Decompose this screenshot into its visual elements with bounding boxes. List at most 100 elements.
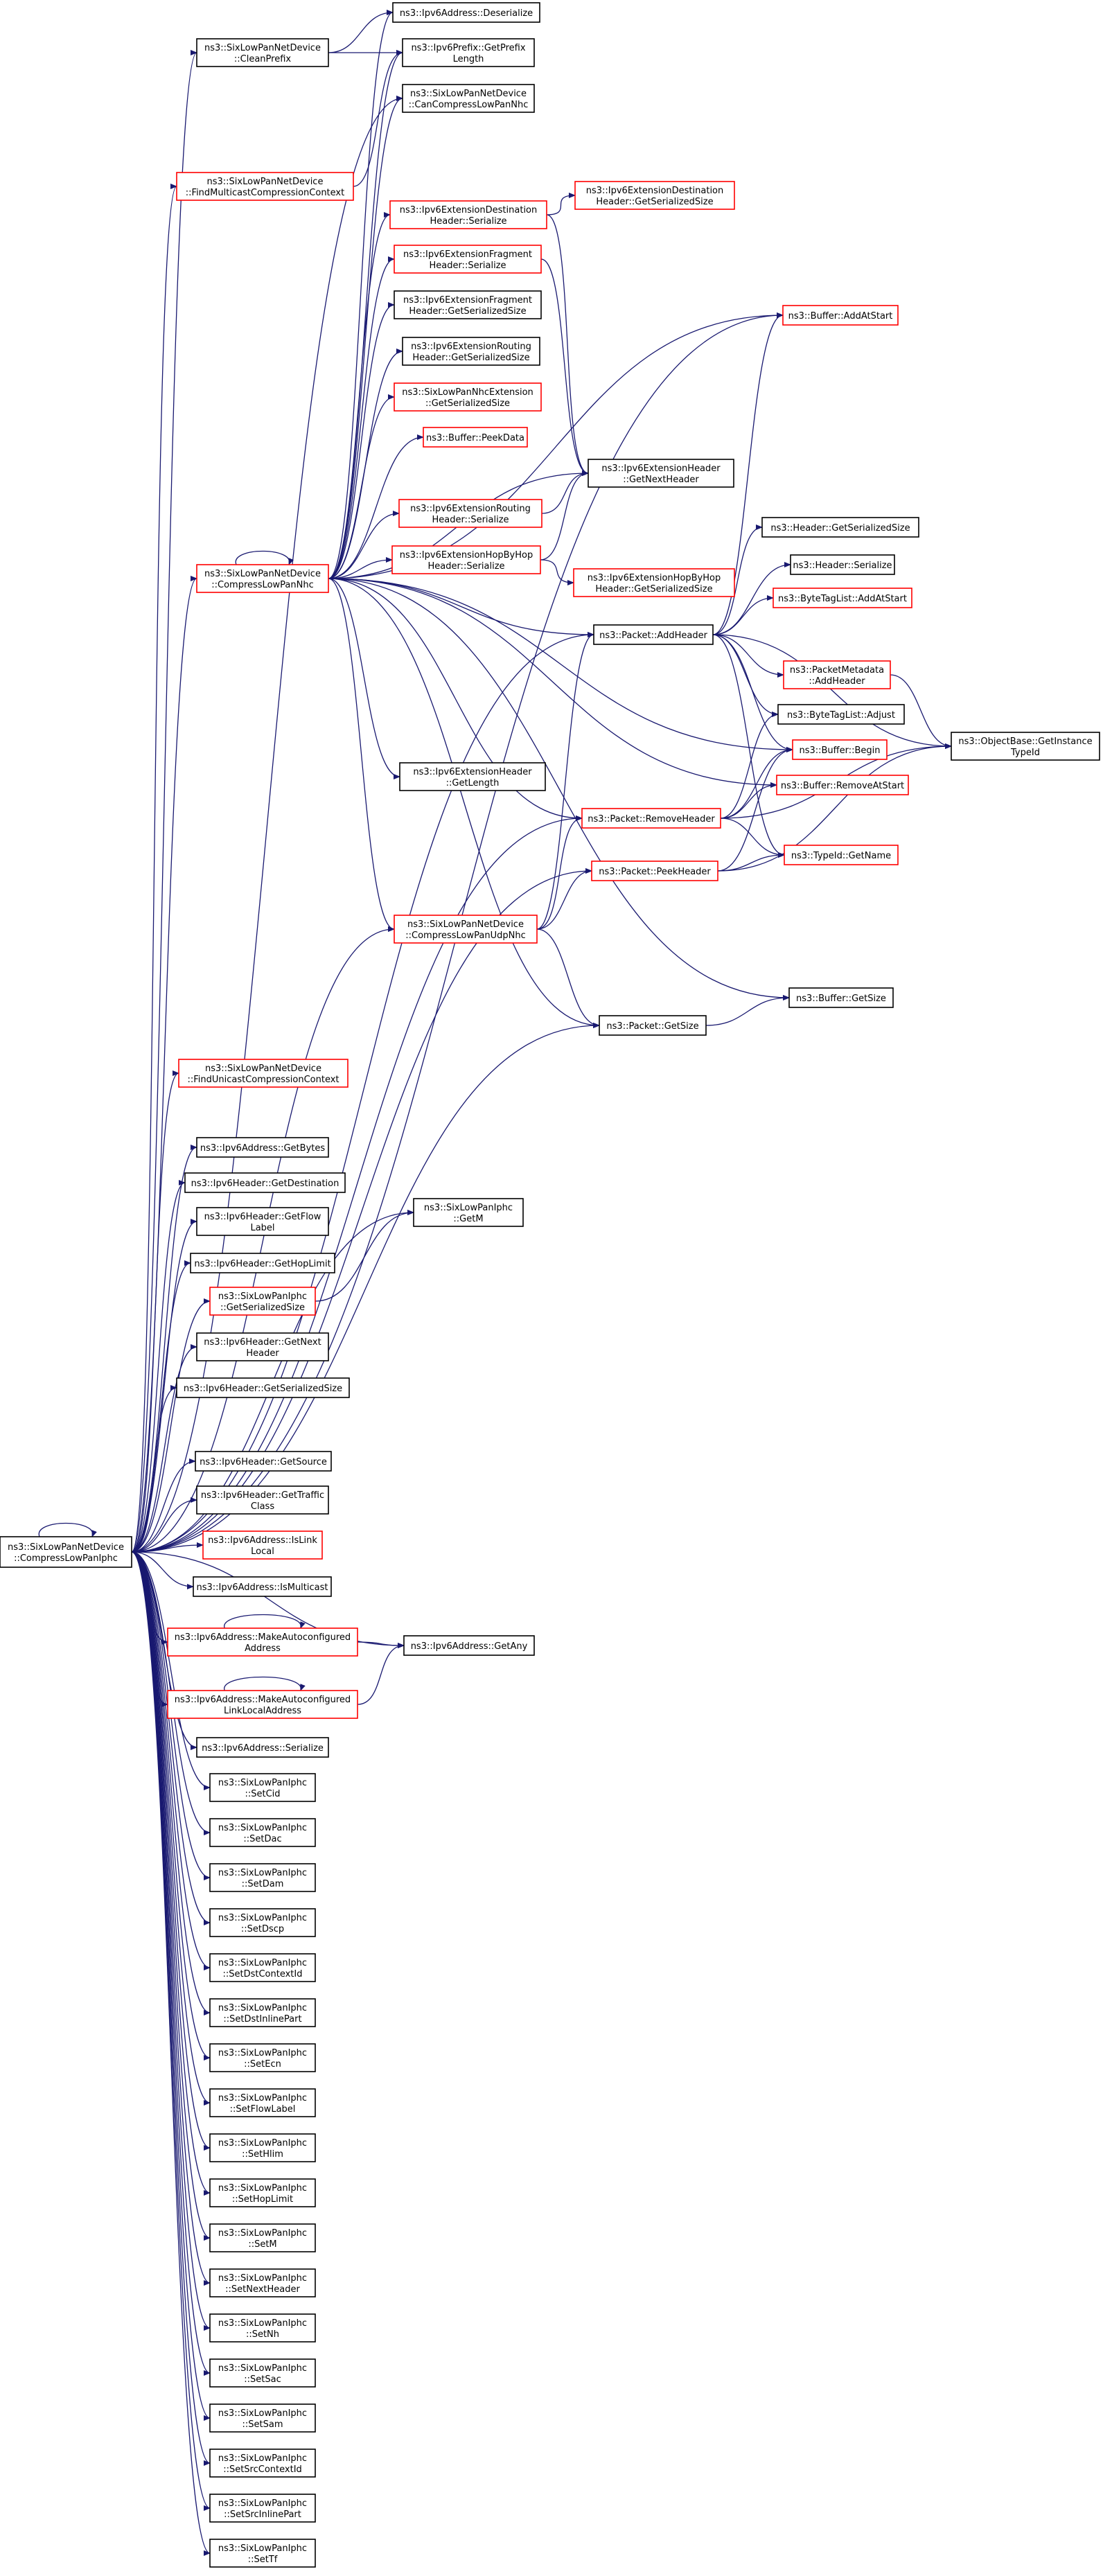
node-compress_udp_nhc[interactable]: ns3::SixLowPanNetDevice::CompressLowPanU… — [394, 915, 538, 944]
edge-clean_prefix-to-ipv6addr_deserialize — [328, 10, 394, 53]
node-iphc_setdam[interactable]: ns3::SixLowPanIphc::SetDam — [209, 1863, 316, 1892]
edge-compress_nhc-to-compress_nhc — [235, 550, 294, 565]
node-iphc_setflowlabel[interactable]: ns3::SixLowPanIphc::SetFlowLabel — [209, 2088, 316, 2117]
node-ext_hbh_getsize[interactable]: ns3::Ipv6ExtensionHopByHopHeader::GetSer… — [573, 568, 735, 597]
node-ext_routing_getsize[interactable]: ns3::Ipv6ExtensionRoutingHeader::GetSeri… — [402, 337, 540, 366]
node-compress_nhc[interactable]: ns3::SixLowPanNetDevice::CompressLowPanN… — [196, 564, 329, 593]
node-iphc_setdstcontextid[interactable]: ns3::SixLowPanIphc::SetDstContextId — [209, 1953, 316, 1982]
node-label-iphc_setsam-1: ::SetSam — [242, 2419, 283, 2430]
node-ipv6addr_ismulticast[interactable]: ns3::Ipv6Address::IsMulticast — [193, 1576, 332, 1597]
edge-root-to-ipv6addr_getbytes — [131, 1145, 197, 1553]
node-ext_routing_serialize[interactable]: ns3::Ipv6ExtensionRoutingHeader::Seriali… — [398, 499, 542, 528]
node-label-iphc_setdscp-0: ns3::SixLowPanIphc — [218, 1913, 307, 1923]
node-box-buffer_peekdata — [423, 427, 528, 448]
node-label-compress_nhc-0: ns3::SixLowPanNetDevice — [204, 569, 321, 579]
node-packetmetadata_addheader[interactable]: ns3::PacketMetadata::AddHeader — [783, 660, 891, 689]
node-label-ipv6addr_islinklocal-1: Local — [251, 1546, 274, 1557]
node-buffer_begin[interactable]: ns3::Buffer::Begin — [792, 739, 888, 760]
node-iphc_setecn[interactable]: ns3::SixLowPanIphc::SetEcn — [209, 2043, 316, 2072]
edge-root-to-ipv6addr_ismulticast — [131, 1551, 194, 1589]
node-box-iphc_setecn — [209, 2043, 316, 2072]
node-ext_header_getlength[interactable]: ns3::Ipv6ExtensionHeader::GetLength — [399, 762, 546, 791]
node-can_compress_nhc[interactable]: ns3::SixLowPanNetDevice::CanCompressLowP… — [402, 84, 535, 113]
node-packet_getsize[interactable]: ns3::Packet::GetSize — [599, 1015, 707, 1036]
edge-compress_udp_nhc-to-packet_addheader — [536, 632, 594, 930]
node-label-ext_frag_getsize-0: ns3::Ipv6ExtensionFragment — [403, 295, 532, 306]
node-iphc_setdstinlinepart[interactable]: ns3::SixLowPanIphc::SetDstInlinePart — [209, 1998, 316, 2027]
node-ipv6addr_getany[interactable]: ns3::Ipv6Address::GetAny — [403, 1635, 535, 1656]
node-ext_frag_getsize[interactable]: ns3::Ipv6ExtensionFragmentHeader::GetSer… — [394, 290, 542, 319]
node-iphc_setnextheader[interactable]: ns3::SixLowPanIphc::SetNextHeader — [209, 2268, 316, 2297]
node-clean_prefix[interactable]: ns3::SixLowPanNetDevice::CleanPrefix — [196, 38, 329, 67]
node-box-iphc_setdstcontextid — [209, 1953, 316, 1982]
node-ext_hbh_serialize[interactable]: ns3::Ipv6ExtensionHopByHopHeader::Serial… — [391, 545, 541, 574]
edge-packet_addheader-to-header_getsize — [712, 524, 763, 635]
node-iphc_settf[interactable]: ns3::SixLowPanIphc::SetTf — [209, 2539, 316, 2568]
node-ext_dest_getsize[interactable]: ns3::Ipv6ExtensionDestinationHeader::Get… — [574, 181, 735, 210]
edge-root-to-compress_udp_nhc — [131, 926, 395, 1553]
node-iphc_getm[interactable]: ns3::SixLowPanIphc::GetM — [413, 1198, 524, 1227]
node-ext_dest_serialize[interactable]: ns3::Ipv6ExtensionDestinationHeader::Ser… — [389, 200, 547, 229]
node-box-iphc_setsrccontextid — [209, 2449, 316, 2478]
node-box-iphc_setcid — [209, 1773, 316, 1802]
node-box-packet_peekheader — [591, 861, 718, 881]
node-ext_header_getnext[interactable]: ns3::Ipv6ExtensionHeader::GetNextHeader — [588, 459, 734, 488]
node-box-packetmetadata_addheader — [783, 660, 891, 689]
node-header_getsize[interactable]: ns3::Header::GetSerializedSize — [761, 517, 919, 538]
node-packet_peekheader[interactable]: ns3::Packet::PeekHeader — [591, 861, 718, 881]
edge-root-to-iphc_setsac — [131, 1551, 211, 2376]
node-label-root-0: ns3::SixLowPanNetDevice — [8, 1542, 124, 1553]
node-find_multicast_ctx[interactable]: ns3::SixLowPanNetDevice::FindMulticastCo… — [176, 172, 354, 201]
node-bytetaglist_addatstart[interactable]: ns3::ByteTagList::AddAtStart — [773, 588, 912, 608]
node-iphc_setnh[interactable]: ns3::SixLowPanIphc::SetNh — [209, 2313, 316, 2343]
node-ipv6addr_makeautoconf_ll[interactable]: ns3::Ipv6Address::MakeAutoconfiguredLink… — [167, 1690, 358, 1719]
node-ext_frag_serialize[interactable]: ns3::Ipv6ExtensionFragmentHeader::Serial… — [394, 245, 542, 274]
node-iphc_sethoplimit[interactable]: ns3::SixLowPanIphc::SetHopLimit — [209, 2178, 316, 2207]
node-iphc_setsrcinlinepart[interactable]: ns3::SixLowPanIphc::SetSrcInlinePart — [209, 2494, 316, 2523]
node-buffer_removeatstart[interactable]: ns3::Buffer::RemoveAtStart — [776, 775, 909, 795]
node-packet_removeheader[interactable]: ns3::Packet::RemoveHeader — [581, 808, 721, 829]
node-label-iphc_setsrccontextid-1: ::SetSrcContextId — [223, 2464, 302, 2475]
node-iphc_setdac[interactable]: ns3::SixLowPanIphc::SetDac — [209, 1818, 316, 1847]
node-iphc_setcid[interactable]: ns3::SixLowPanIphc::SetCid — [209, 1773, 316, 1802]
node-bytetaglist_adjust[interactable]: ns3::ByteTagList::Adjust — [777, 704, 905, 725]
node-packet_addheader[interactable]: ns3::Packet::AddHeader — [593, 624, 714, 645]
node-header_serialize[interactable]: ns3::Header::Serialize — [790, 554, 895, 575]
node-ipv6addr_serialize[interactable]: ns3::Ipv6Address::Serialize — [196, 1737, 329, 1758]
node-ipv6hdr_getsource[interactable]: ns3::Ipv6Header::GetSource — [195, 1451, 332, 1472]
node-ipv6hdr_getdest[interactable]: ns3::Ipv6Header::GetDestination — [184, 1172, 346, 1193]
node-iphc_setm[interactable]: ns3::SixLowPanIphc::SetM — [209, 2223, 316, 2252]
node-iphc_getsize[interactable]: ns3::SixLowPanIphc::GetSerializedSize — [209, 1287, 316, 1316]
edge-packet_peekheader-to-typeid_getname — [717, 852, 785, 872]
edge-root-to-ipv6hdr_getsource — [131, 1458, 196, 1553]
edge-root-to-iphc_setsam — [131, 1551, 211, 2421]
node-ipv6hdr_gethoplimit[interactable]: ns3::Ipv6Header::GetHopLimit — [190, 1253, 335, 1273]
node-nhc_ext_getsize[interactable]: ns3::SixLowPanNhcExtension::GetSerialize… — [394, 382, 542, 412]
node-box-packet_addheader — [593, 624, 714, 645]
node-iphc_setdscp[interactable]: ns3::SixLowPanIphc::SetDscp — [209, 1908, 316, 1937]
node-typeid_getname[interactable]: ns3::TypeId::GetName — [784, 845, 899, 865]
edge-root-to-find_multicast_ctx — [131, 184, 177, 1553]
node-ipv6hdr_getsize[interactable]: ns3::Ipv6Header::GetSerializedSize — [176, 1377, 350, 1398]
node-box-ipv6addr_makeautoconf — [167, 1627, 358, 1657]
node-iphc_setsac[interactable]: ns3::SixLowPanIphc::SetSac — [209, 2358, 316, 2388]
node-buffer_getsize[interactable]: ns3::Buffer::GetSize — [788, 987, 894, 1008]
edges-layer — [38, 10, 952, 2556]
node-iphc_setsrccontextid[interactable]: ns3::SixLowPanIphc::SetSrcContextId — [209, 2449, 316, 2478]
node-ipv6addr_makeautoconf[interactable]: ns3::Ipv6Address::MakeAutoconfiguredAddr… — [167, 1627, 358, 1657]
node-find_unicast_ctx[interactable]: ns3::SixLowPanNetDevice::FindUnicastComp… — [178, 1059, 348, 1088]
node-buffer_addatstart[interactable]: ns3::Buffer::AddAtStart — [782, 305, 899, 326]
node-buffer_peekdata[interactable]: ns3::Buffer::PeekData — [423, 427, 528, 448]
node-iphc_setsam[interactable]: ns3::SixLowPanIphc::SetSam — [209, 2403, 316, 2433]
node-box-iphc_setnextheader — [209, 2268, 316, 2297]
node-root[interactable]: ns3::SixLowPanNetDevice::CompressLowPanI… — [0, 1536, 132, 1568]
node-ipv6hdr_getnextheader[interactable]: ns3::Ipv6Header::GetNextHeader — [196, 1332, 329, 1361]
node-ipv6addr_getbytes[interactable]: ns3::Ipv6Address::GetBytes — [196, 1137, 329, 1158]
node-ipv6addr_deserialize[interactable]: ns3::Ipv6Address::Deserialize — [392, 2, 540, 23]
node-iphc_sethlim[interactable]: ns3::SixLowPanIphc::SetHlim — [209, 2133, 316, 2162]
